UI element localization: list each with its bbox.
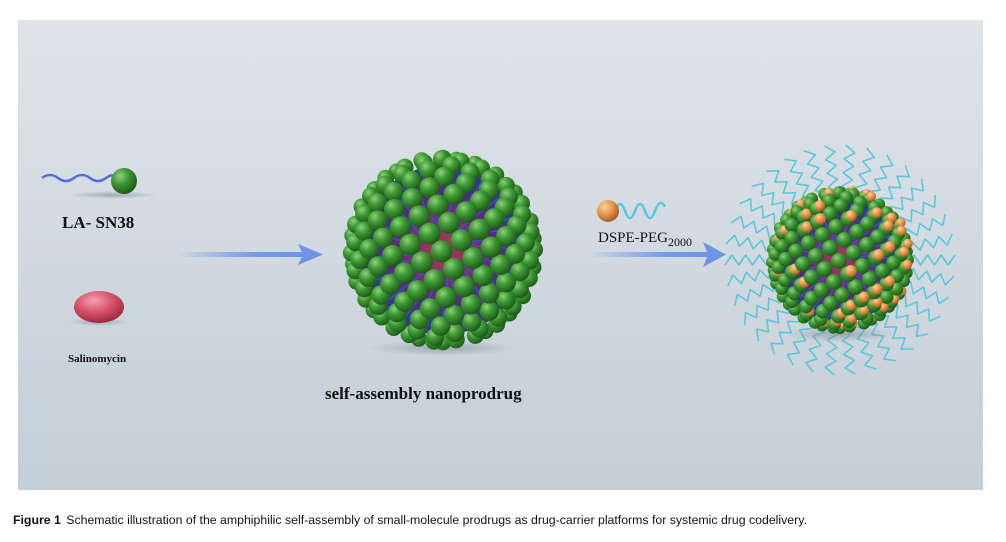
sn38-sphere: [831, 253, 847, 269]
self-assembly-nanoprodrug-sphere: [343, 150, 543, 356]
sn38-sphere-icon: [111, 168, 137, 194]
sn38-sphere: [846, 245, 862, 261]
peg-chain: [615, 203, 665, 218]
sn38-sphere: [462, 312, 481, 331]
sn38-sphere: [828, 219, 843, 234]
dspe-head-sphere-icon: [597, 200, 619, 222]
sn38-sphere: [382, 245, 403, 266]
sn38-sphere: [496, 272, 516, 292]
sn38-sphere: [368, 210, 388, 230]
dspe-head-sphere: [884, 241, 895, 252]
la-sn38-label: LA- SN38: [62, 213, 134, 233]
dspe-head-sphere: [866, 192, 876, 202]
sn38-sphere: [399, 234, 421, 256]
schematic-illustration: [18, 20, 983, 490]
sn38-sphere: [431, 240, 453, 262]
sn38-sphere: [834, 287, 849, 302]
figure-panel: LA- SN38 Salinomycin self-assembly nanop…: [18, 20, 983, 490]
sn38-sphere: [875, 263, 890, 278]
figure-caption-text: Schematic illustration of the amphiphili…: [66, 513, 807, 527]
sn38-sphere: [469, 219, 490, 240]
dspe-head-sphere: [896, 226, 906, 236]
salinomycin-capsule-icon: [74, 291, 124, 323]
figure-caption-label: Figure 1: [13, 513, 61, 527]
sn38-sphere: [490, 254, 511, 275]
dspe-head-sphere: [883, 220, 894, 231]
sn38-sphere: [804, 269, 819, 284]
salinomycin-molecule: [68, 291, 128, 326]
molecule-shadow: [68, 191, 158, 199]
dspe-peg-label: DSPE-PEG2000: [598, 230, 692, 250]
nanoprodrug-label: self-assembly nanoprodrug: [325, 384, 522, 404]
sn38-sphere: [859, 237, 875, 253]
pegylated-nanoparticle: [725, 145, 955, 375]
salinomycin-label: Salinomycin: [68, 353, 126, 365]
sn38-sphere: [435, 287, 456, 308]
sn38-sphere: [785, 218, 799, 232]
sn38-sphere: [438, 212, 460, 234]
dspe-peg-subscript: 2000: [668, 235, 692, 249]
la-sn38-molecule: [42, 168, 158, 199]
figure-caption: Figure 1 Schematic illustration of the a…: [13, 513, 807, 527]
sn38-sphere: [373, 228, 394, 249]
sn38-sphere: [384, 182, 404, 202]
sn38-sphere: [481, 236, 502, 257]
sn38-sphere: [788, 243, 803, 258]
dspe-head-sphere: [815, 213, 826, 224]
arrow-1-icon: [178, 244, 323, 265]
linker-chain: [42, 175, 116, 181]
sn38-sphere: [801, 235, 816, 250]
dspe-head-sphere: [845, 265, 857, 277]
sn38-sphere: [817, 261, 833, 277]
dspe-head-sphere: [902, 260, 912, 270]
sn38-sphere: [427, 194, 448, 215]
sn38-sphere: [450, 229, 472, 251]
dspe-head-sphere: [845, 210, 856, 221]
dspe-head-sphere: [873, 249, 885, 261]
sn38-sphere: [808, 248, 824, 264]
sn38-sphere: [822, 240, 838, 256]
sn38-sphere: [784, 231, 799, 246]
dspe-head-sphere: [814, 200, 825, 211]
dspe-peg-text: DSPE-PEG: [598, 230, 668, 246]
sn38-sphere: [480, 301, 500, 321]
dspe-peg-molecule: [597, 200, 665, 222]
sn38-sphere: [424, 269, 446, 291]
sn38-sphere: [795, 256, 810, 271]
dspe-head-sphere: [899, 247, 909, 257]
sn38-sphere: [850, 224, 865, 239]
sn38-sphere: [411, 251, 433, 273]
dspe-head-sphere: [871, 207, 882, 218]
sn38-sphere: [402, 171, 422, 191]
sn38-sphere: [837, 232, 853, 248]
sn38-sphere: [826, 274, 842, 290]
